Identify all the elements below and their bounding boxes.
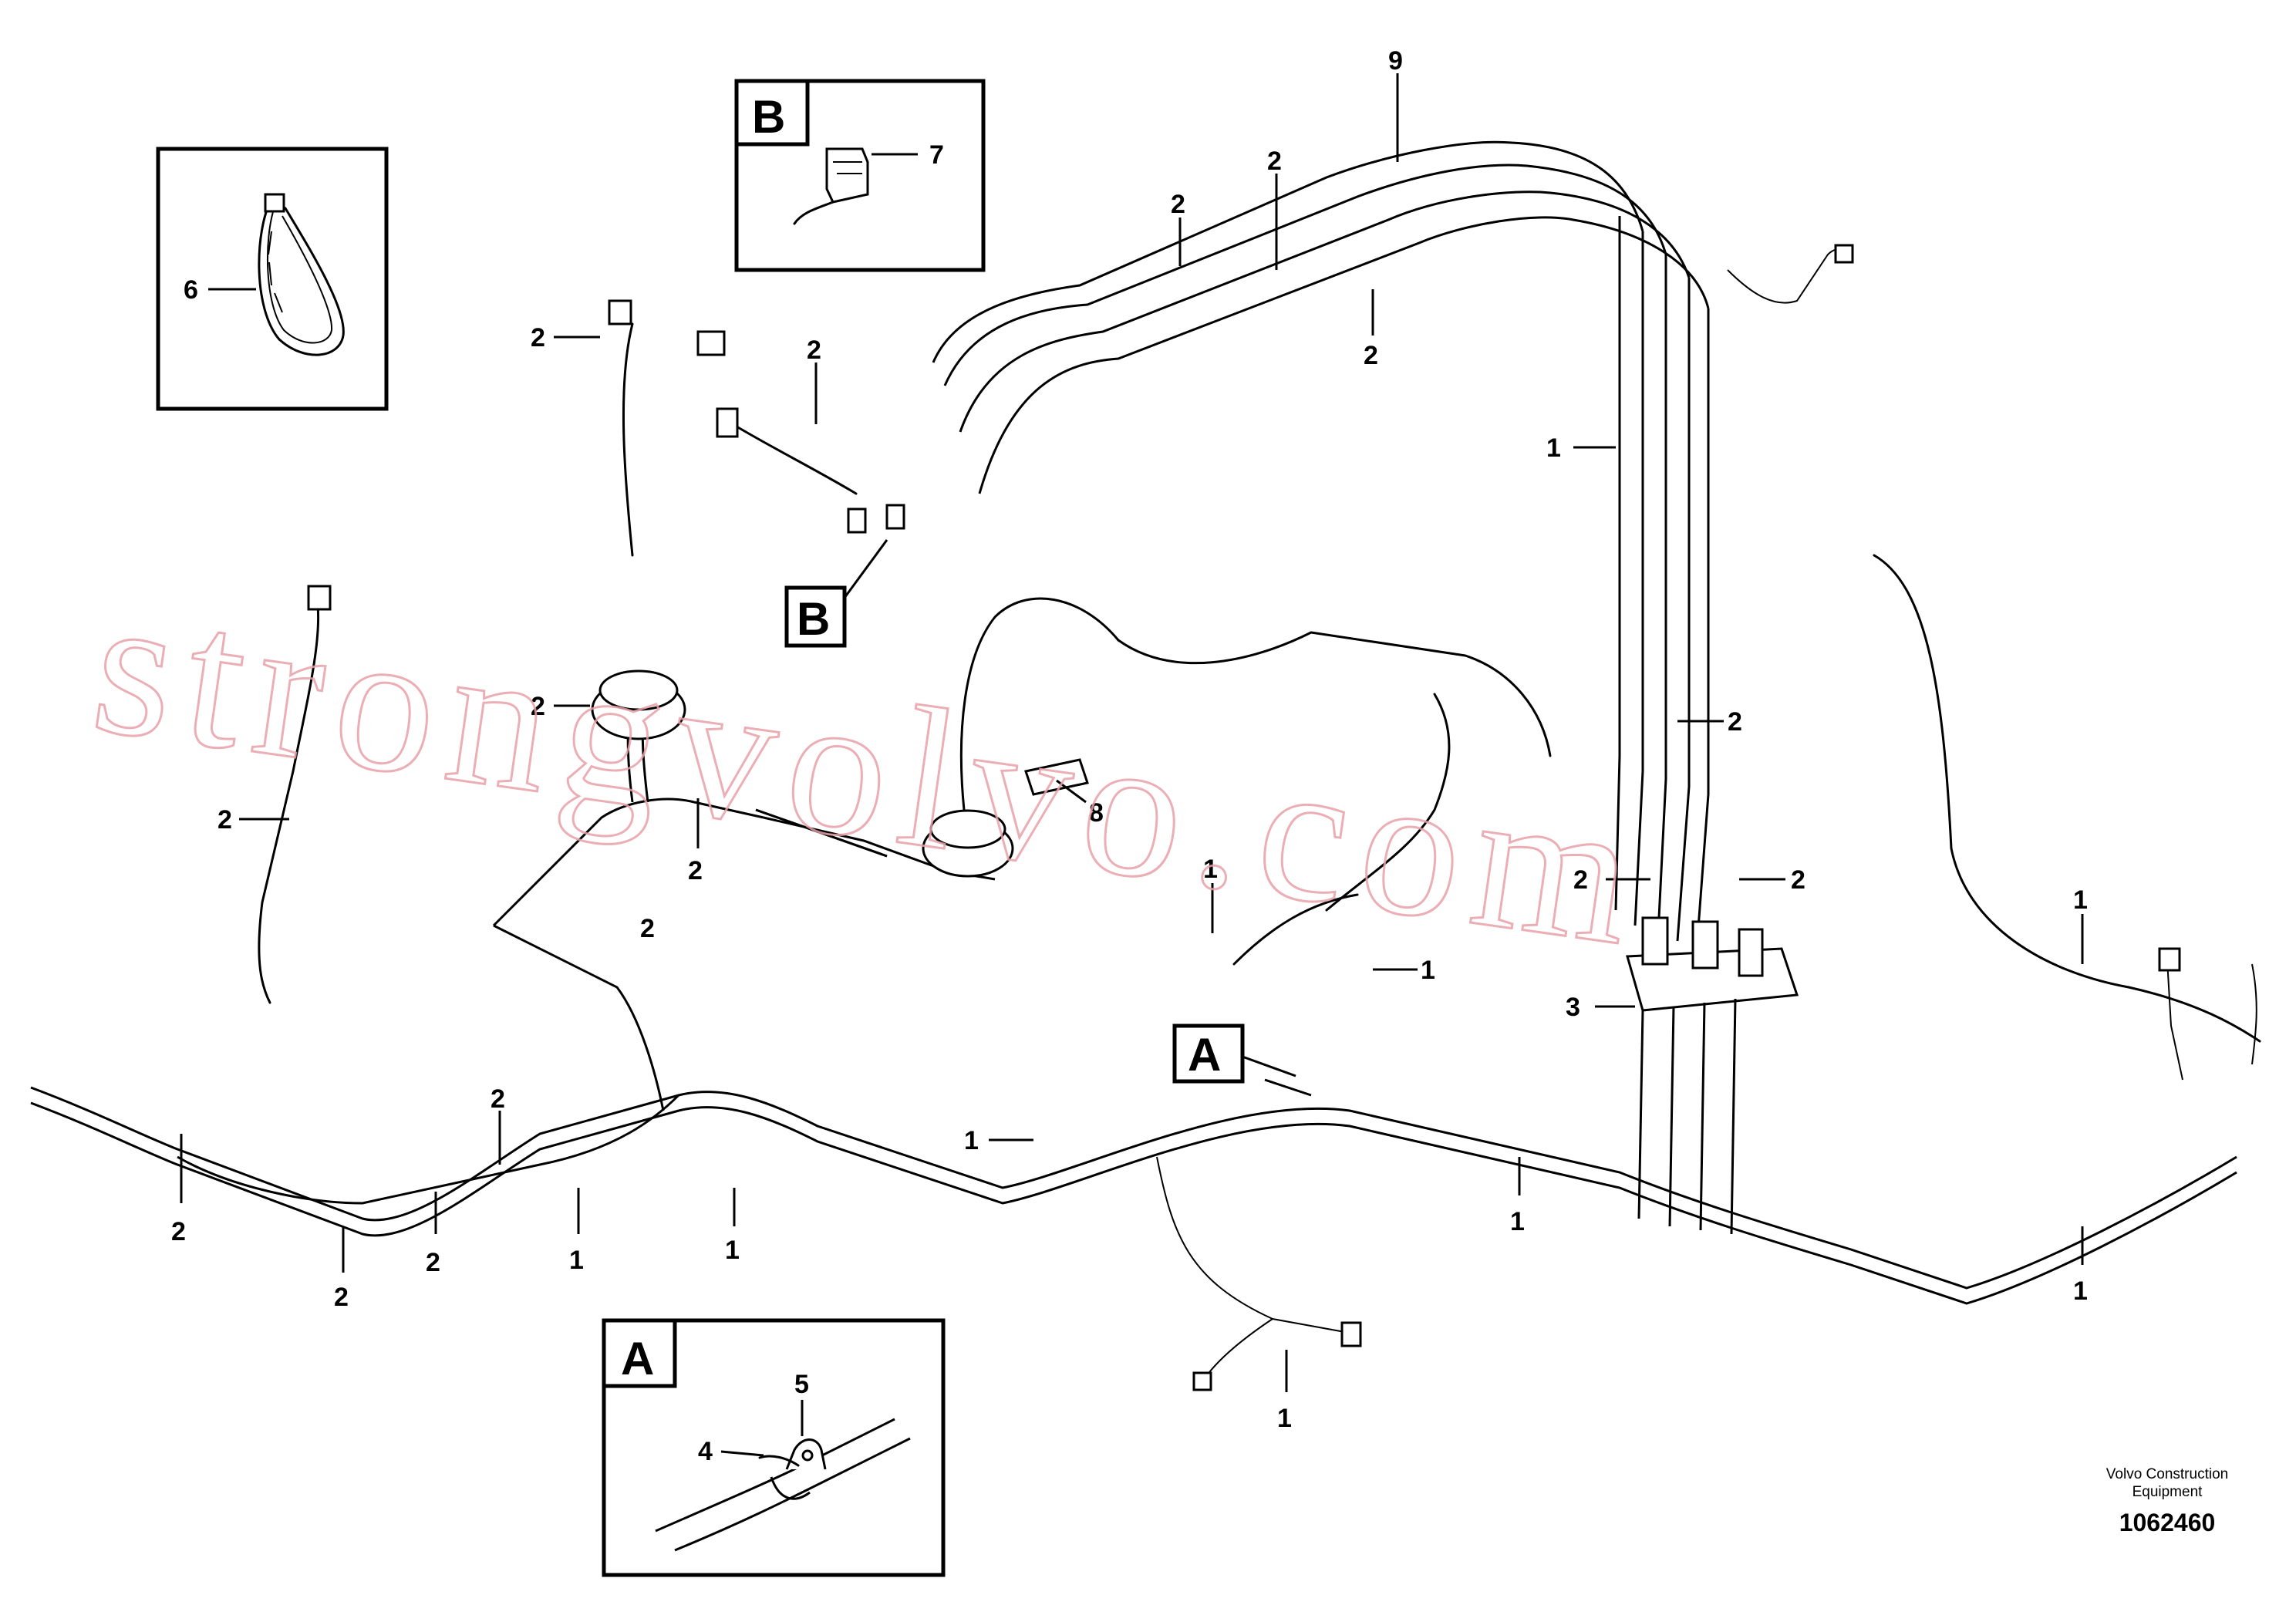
detail-box-b: B 7 — [734, 79, 986, 272]
callout-2-n: 2 — [1728, 707, 1742, 737]
callout-2-e: 2 — [807, 336, 821, 365]
connector-icon — [793, 147, 869, 225]
brand-line1: Volvo Construction — [2106, 1466, 2228, 1482]
callout-1-j: 1 — [1277, 1404, 1292, 1433]
callout-6: 6 — [184, 275, 198, 305]
callout-2-j: 2 — [171, 1217, 186, 1246]
svg-text:B: B — [797, 593, 830, 645]
callout-1-c: 1 — [1203, 855, 1218, 884]
footer: Volvo Construction Equipment 1062460 — [2106, 1466, 2228, 1536]
callout-1-b: 1 — [2073, 885, 2088, 915]
callout-1-i: 1 — [569, 1246, 584, 1275]
callout-7: 7 — [929, 140, 944, 170]
callout-1-f: 1 — [1510, 1207, 1525, 1236]
callout-2-k: 2 — [334, 1283, 349, 1312]
callout-8: 8 — [1089, 798, 1104, 828]
detail-box-a: A 5 4 — [602, 1318, 946, 1577]
callout-4: 4 — [698, 1437, 713, 1466]
callout-2-l: 2 — [426, 1248, 440, 1277]
clamp-detail-icon — [655, 1418, 911, 1552]
callout-2-h: 2 — [688, 856, 703, 885]
callout-2-f: 2 — [531, 692, 545, 721]
document-number: 1062460 — [2119, 1509, 2216, 1536]
callout-2-d: 2 — [531, 323, 545, 352]
callout-2-c: 2 — [1364, 341, 1378, 370]
watermark-text: strongvolvo.com — [82, 551, 1659, 989]
brand-line2: Equipment — [2132, 1484, 2203, 1500]
svg-text:A: A — [1188, 1029, 1221, 1081]
main-harness — [30, 140, 2261, 1391]
detail-box-cable-tie: 6 — [156, 147, 389, 411]
callout-2-a: 2 — [1171, 190, 1185, 219]
callouts: 9 2 2 2 2 2 2 2 2 2 2 2 2 2 2 2 2 — [171, 46, 2088, 1433]
cable-tie-icon — [258, 193, 345, 356]
detail-a-label: A — [621, 1333, 654, 1384]
callout-1-h: 1 — [725, 1236, 740, 1265]
callout-1-e: 1 — [964, 1126, 979, 1155]
callout-2-p: 2 — [1791, 865, 1805, 895]
callout-2-i: 2 — [640, 914, 655, 943]
callout-5: 5 — [794, 1370, 809, 1399]
callout-1-d: 1 — [1421, 956, 1435, 985]
callout-2-o: 2 — [1573, 865, 1588, 895]
view-ref-b: B — [784, 539, 888, 648]
callout-2-g: 2 — [217, 805, 232, 835]
callout-1-g: 1 — [2073, 1276, 2088, 1306]
callout-9: 9 — [1388, 46, 1403, 76]
view-ref-a: A — [1172, 1023, 1296, 1084]
callout-3: 3 — [1566, 993, 1580, 1022]
callout-1-a: 1 — [1546, 433, 1561, 463]
callout-2-b: 2 — [1267, 147, 1282, 176]
callout-2-m: 2 — [491, 1084, 505, 1114]
detail-b-label: B — [752, 91, 785, 143]
